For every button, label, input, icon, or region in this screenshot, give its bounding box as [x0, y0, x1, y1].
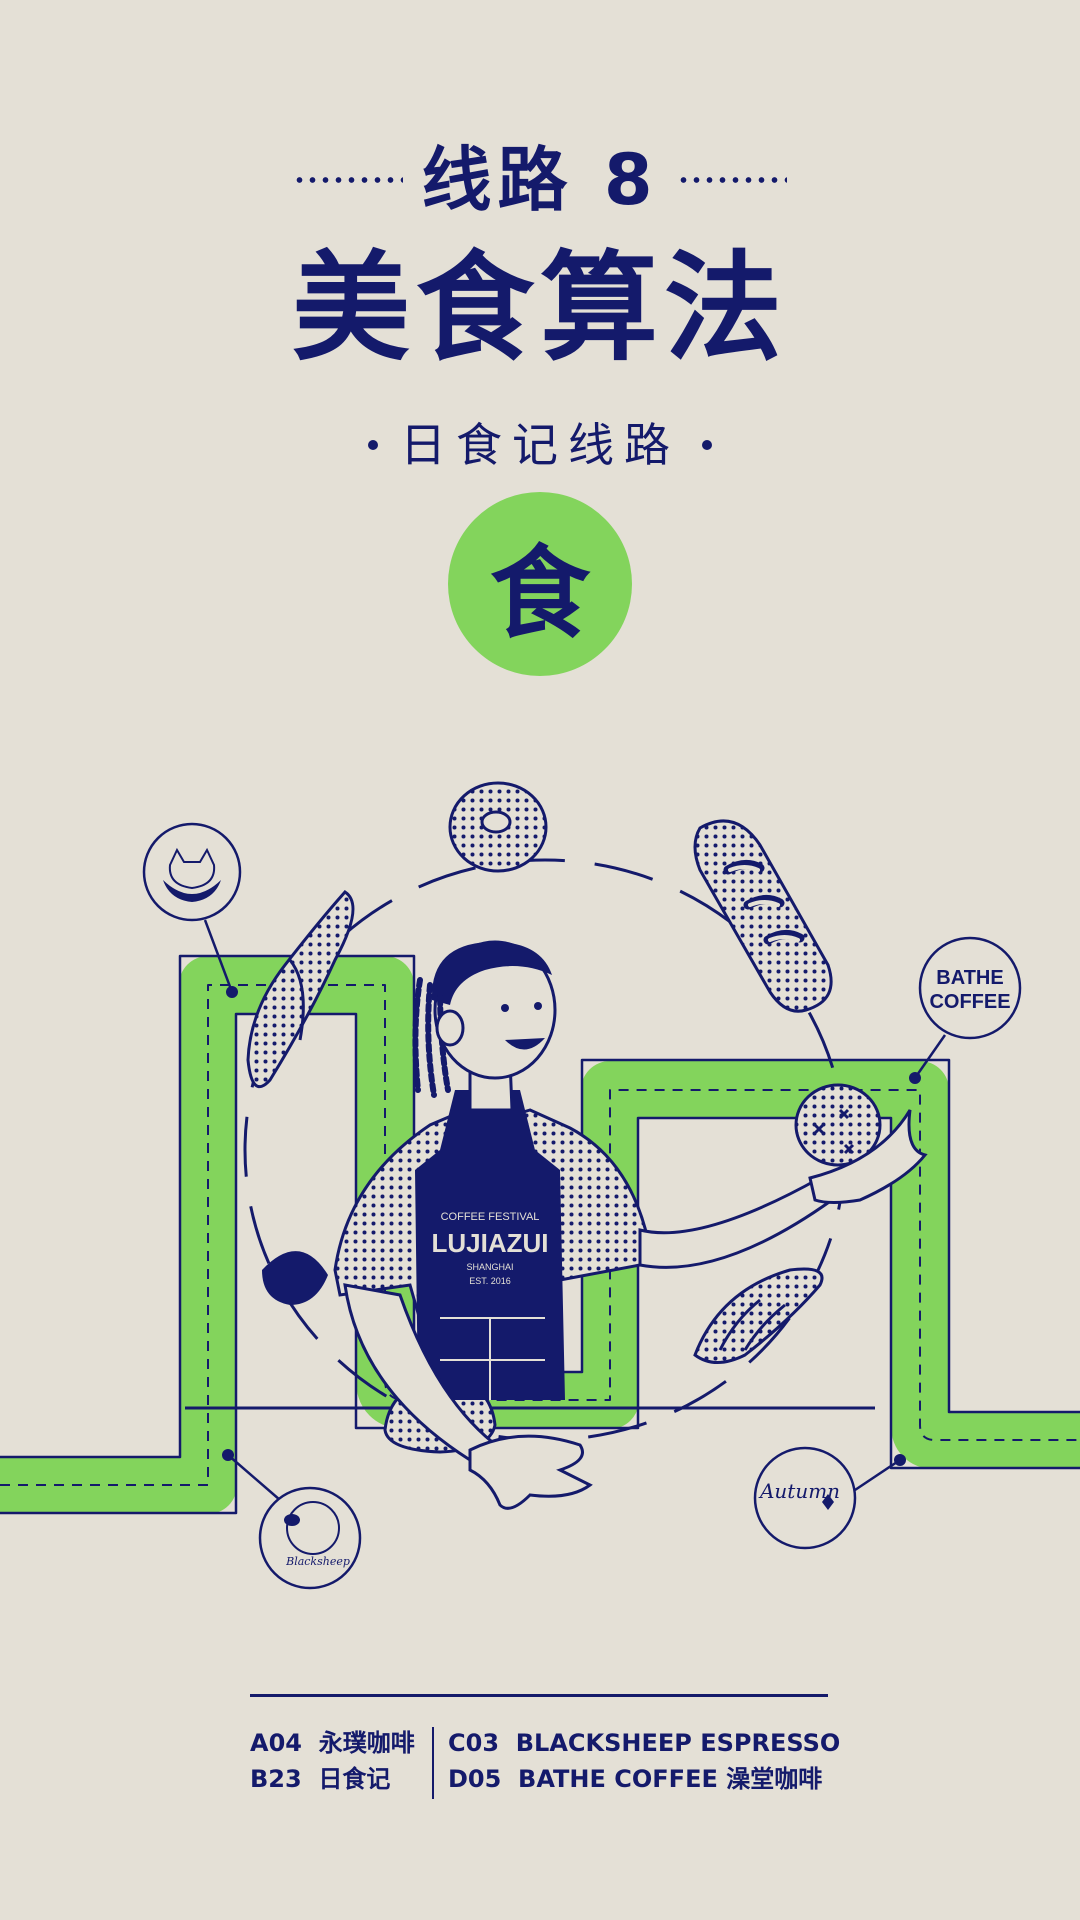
route-title: 线路 8 [421, 139, 659, 221]
apron-text-line2: LUJIAZUI [432, 1228, 549, 1258]
shop-marker-blacksheep: Blacksheep [222, 1449, 362, 1590]
juggling-chef-illustration: BATHE COFFEE Blacksheep Autumn [0, 781, 1080, 1590]
melon-bun-icon [794, 1083, 882, 1167]
stop-code: C03 [448, 1729, 500, 1757]
food-badge-char: 食 [490, 534, 590, 652]
shop-marker-bathe-coffee: BATHE COFFEE [909, 936, 1022, 1084]
blacksheep-label: Blacksheep [285, 1555, 350, 1568]
stop-code: D05 [448, 1765, 502, 1793]
croissant-icon [693, 1267, 824, 1364]
stop-name: 日食记 [318, 1765, 391, 1793]
legend-column-divider [432, 1727, 434, 1799]
baguette-icon [693, 819, 833, 1013]
legend-item-b23: B23 日食记 [250, 1761, 430, 1797]
bullet-dot-left [368, 440, 378, 450]
subtitle: 日食记线路 [400, 418, 680, 472]
bathe-label-line1: BATHE [936, 967, 1003, 989]
dotted-divider-right [676, 177, 787, 183]
legend-column-right: C03 BLACKSHEEP ESPRESSO D05 BATHE COFFEE… [448, 1725, 868, 1797]
stop-code: B23 [250, 1765, 302, 1793]
food-badge: 食 [448, 492, 632, 676]
stop-name: BLACKSHEEP ESPRESSO [515, 1729, 841, 1757]
bullet-dot-right [702, 440, 712, 450]
madeleine-icon [262, 1251, 328, 1305]
stops-legend: A04 永璞咖啡 B23 日食记 C03 BLACKSHEEP ESPRESSO… [250, 1725, 850, 1805]
apron-text-line4: EST. 2016 [469, 1276, 511, 1286]
page-title: 美食算法 [291, 239, 788, 377]
donut-icon [448, 781, 548, 873]
flatbread-icon [246, 890, 355, 1089]
subtitle-row: 日食记线路 [0, 410, 1080, 480]
apron-text-line3: SHANGHAI [466, 1262, 513, 1272]
bathe-label-line2: COFFEE [929, 991, 1010, 1013]
apron-text-line1: COFFEE FESTIVAL [441, 1211, 540, 1223]
shop-marker-autumn: Autumn [753, 1446, 906, 1550]
legend-item-a04: A04 永璞咖啡 [250, 1725, 430, 1761]
stop-code: A04 [250, 1729, 302, 1757]
barista-figure: COFFEE FESTIVAL LUJIAZUI SHANGHAI EST. 2… [333, 940, 928, 1510]
legend-column-left: A04 永璞咖啡 B23 日食记 [250, 1725, 430, 1797]
stop-name: BATHE COFFEE 澡堂咖啡 [518, 1765, 823, 1793]
legend-item-d05: D05 BATHE COFFEE 澡堂咖啡 [448, 1761, 868, 1797]
dotted-divider-left [293, 177, 404, 183]
shop-marker-cat [142, 822, 242, 998]
legend-item-c03: C03 BLACKSHEEP ESPRESSO [448, 1725, 868, 1761]
route-header: 线路 8 [0, 140, 1080, 220]
legend-divider-rule [250, 1694, 828, 1697]
stop-name: 永璞咖啡 [318, 1729, 415, 1757]
